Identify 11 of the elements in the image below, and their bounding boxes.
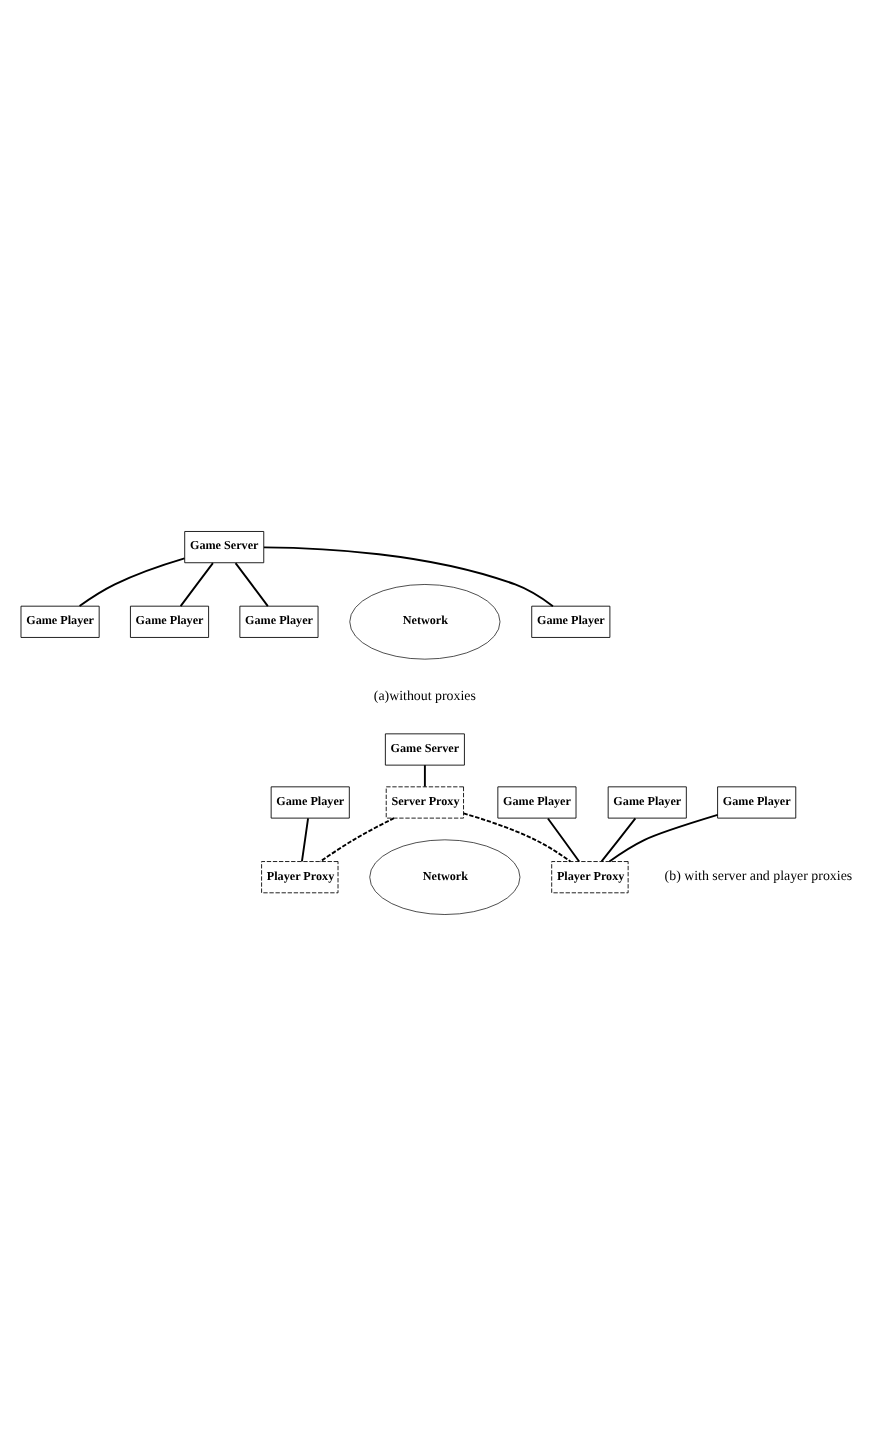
connector xyxy=(319,816,395,862)
connector xyxy=(78,556,186,607)
connector xyxy=(300,816,310,862)
connector xyxy=(608,812,719,862)
connector xyxy=(546,816,581,862)
connector xyxy=(234,561,269,607)
connector xyxy=(179,561,214,607)
connector xyxy=(423,763,426,787)
connector xyxy=(600,816,637,862)
connector xyxy=(262,545,554,607)
connector xyxy=(462,811,572,862)
